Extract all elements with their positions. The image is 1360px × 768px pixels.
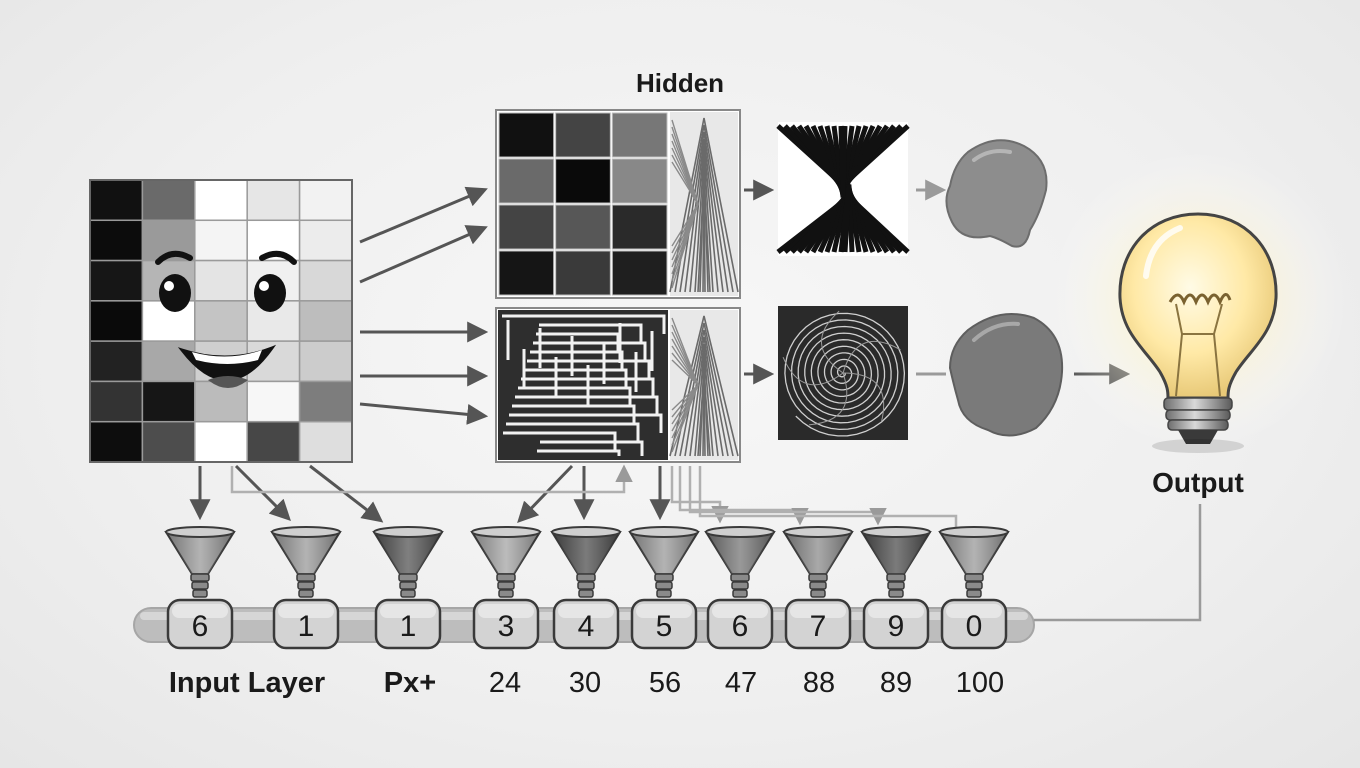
maze-pattern: [498, 310, 668, 460]
funnel-unit: 0: [938, 526, 1010, 650]
input-pixel: [194, 219, 248, 262]
bottom-label-88: 88: [803, 667, 835, 699]
abstract-feature-top: [776, 122, 910, 256]
bottom-label-pxt: Px+: [384, 667, 436, 699]
hidden-cell: [611, 250, 668, 296]
hidden-to-abstract-arrows: [744, 179, 775, 385]
input-pixel: [194, 380, 248, 423]
input-pixel: [89, 340, 144, 383]
bottom-label-56: 56: [649, 667, 681, 699]
pipeline-to-output-line: [1034, 504, 1202, 622]
hidden-to-funnel-lines: [230, 464, 958, 530]
funnel-unit: 1: [270, 526, 342, 650]
bottom-label-input-layer: Input Layer: [169, 667, 325, 699]
input-pixel: [246, 420, 301, 463]
input-pixel: [141, 340, 196, 383]
digit-label: 7: [810, 610, 827, 643]
input-pixel: [298, 259, 353, 302]
input-pixel-grid: [89, 179, 353, 463]
input-pixel: [141, 179, 196, 222]
input-pixel: [246, 380, 301, 423]
input-pixel: [89, 420, 144, 463]
funnel-unit: 5: [628, 526, 700, 650]
funnel-unit: 6: [164, 526, 236, 650]
funnel-unit: 6: [704, 526, 776, 650]
input-to-hidden-arrows: [359, 186, 489, 425]
funnel-unit: 3: [470, 526, 542, 650]
input-pixel: [194, 179, 248, 222]
texture-pattern-bottom: [669, 310, 739, 460]
input-pixel: [89, 219, 144, 262]
hidden-cell: [555, 158, 611, 204]
bottom-label-30: 30: [569, 667, 601, 699]
input-pixel: [298, 340, 353, 383]
input-pixel: [89, 179, 144, 222]
input-pixel: [141, 420, 196, 463]
bottom-label-89: 89: [880, 667, 912, 699]
input-pixel: [141, 380, 196, 423]
hidden-cell: [498, 250, 555, 296]
hidden-cell: [498, 112, 555, 158]
hidden-label: Hidden: [636, 68, 724, 98]
input-pixel: [194, 259, 248, 302]
hidden-cell: [611, 204, 668, 250]
hidden-cell: [555, 204, 611, 250]
funnel-row: 6 1 1 3 4 5 6 7 9 0: [164, 526, 1010, 650]
light-bulb-icon: [1048, 150, 1348, 453]
input-pixel: [89, 300, 144, 342]
input-pixel: [194, 420, 248, 463]
digit-label: 1: [298, 610, 315, 643]
hidden-cell: [611, 158, 668, 204]
digit-label: 4: [578, 610, 595, 643]
texture-pattern-top: [669, 112, 739, 296]
digit-label: 3: [498, 610, 515, 643]
input-pixel: [298, 380, 353, 423]
funnel-unit: 4: [550, 526, 622, 650]
hidden-cell: [611, 112, 668, 158]
digit-label: 1: [400, 610, 417, 643]
hidden-cell: [555, 250, 611, 296]
input-pixel: [246, 179, 301, 222]
input-pixel: [298, 179, 353, 222]
input-pixel: [298, 420, 353, 463]
input-pixel: [298, 219, 353, 262]
blob-shape-bottom: [948, 313, 1064, 437]
digit-label: 9: [888, 610, 905, 643]
input-pixel: [89, 259, 144, 302]
input-pixel: [298, 300, 353, 342]
abstract-feature-bottom: [778, 306, 908, 440]
hidden-cell: [498, 158, 555, 204]
bottom-label-100: 100: [956, 667, 1004, 699]
blob-shape-top: [945, 139, 1048, 248]
funnel-unit: 1: [372, 526, 444, 650]
hidden-cell: [498, 204, 555, 250]
bottom-label-47: 47: [725, 667, 757, 699]
smiley-face: [155, 250, 297, 388]
funnel-unit: 9: [860, 526, 932, 650]
output-label: Output: [1152, 467, 1244, 498]
funnel-unit: 7: [782, 526, 854, 650]
digit-label: 6: [192, 610, 209, 643]
input-pixel: [194, 300, 248, 342]
digit-label: 0: [966, 610, 983, 643]
hidden-feature-map-bottom: [495, 307, 741, 463]
hidden-cell: [555, 112, 611, 158]
input-pixel: [89, 380, 144, 423]
digit-label: 6: [732, 610, 749, 643]
bottom-labels: Input Layer Px+ 24 30 56 47 88 89 100: [169, 667, 1004, 699]
bottom-label-24: 24: [489, 667, 521, 699]
hidden-feature-map-top: [495, 109, 741, 299]
digit-label: 5: [656, 610, 673, 643]
abstract-to-blob-arrows: [916, 179, 947, 376]
